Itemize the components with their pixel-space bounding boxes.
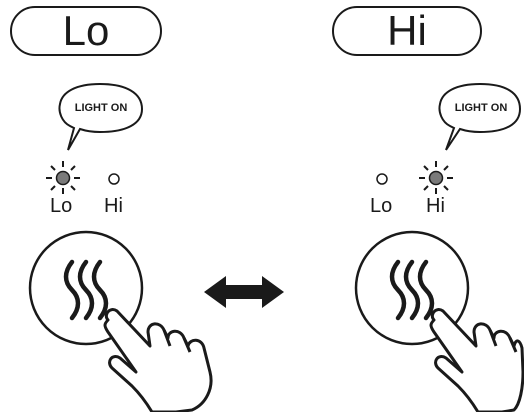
light-rays-icon [419,161,453,194]
speech-bubble [58,82,144,151]
indicator-label-hi: Hi [426,195,445,217]
bubble-text-hi: LIGHT ON [454,102,508,114]
pointing-hand-icon [429,308,524,412]
hi-led-lit [419,161,453,194]
indicator-label-lo: Lo [50,195,73,217]
indicator-label-hi: Hi [104,195,123,217]
mode-title-hi: Hi [332,6,482,56]
hi-led-off [108,173,120,185]
bubble-text-lo: LIGHT ON [74,102,128,114]
lo-led-lit [46,161,80,194]
hi-panel-graphics [354,82,524,412]
lo-led-off [376,173,388,185]
lo-panel-graphics [28,82,213,412]
speech-bubble [438,82,522,151]
heat-waves-icon [389,259,435,321]
light-rays-icon [46,161,80,194]
lo-mode-panel: Lo [10,6,213,412]
heat-waves-icon [63,259,109,321]
indicator-label-lo: Lo [370,195,393,217]
hi-mode-panel: Hi [262,0,524,412]
mode-title-lo: Lo [10,6,162,56]
pointing-hand-icon [103,308,213,412]
